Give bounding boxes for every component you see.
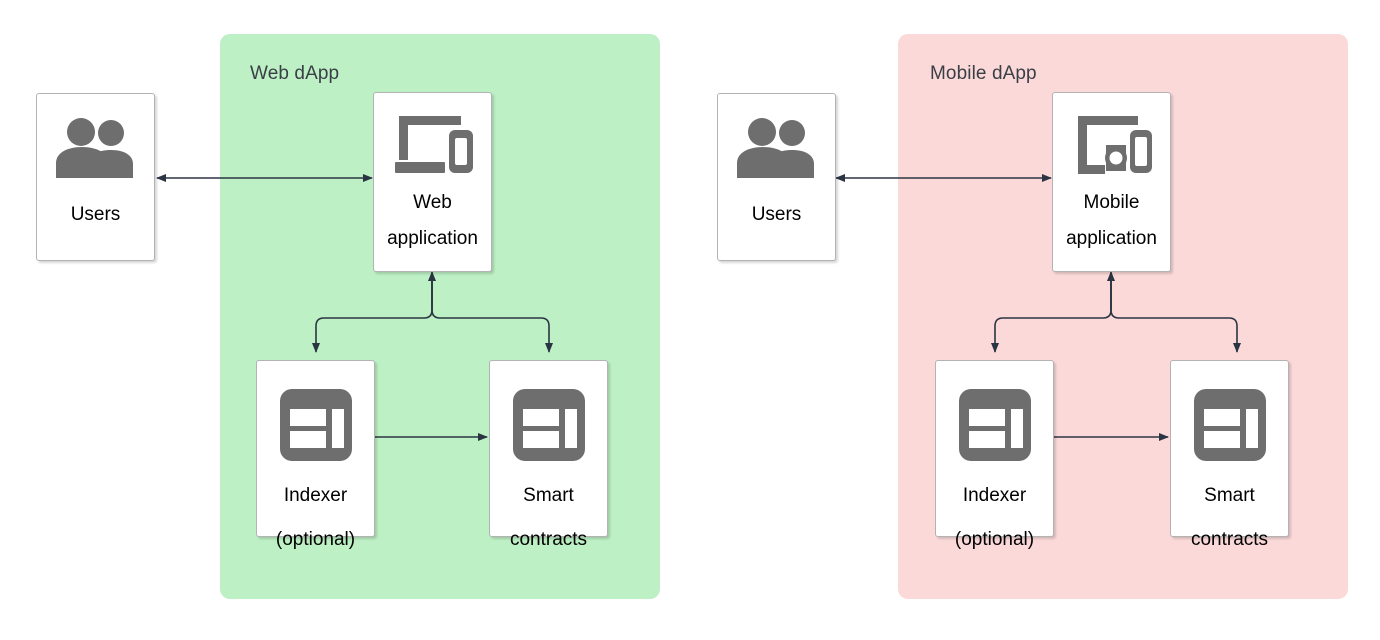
node-mobile-indexer-label-line2: (optional) <box>954 529 1035 551</box>
node-web-indexer-label-line2: (optional) <box>275 529 356 551</box>
panel-mobile-dapp-title: Mobile dApp <box>930 63 1037 84</box>
panel-web-dapp-title: Web dApp <box>250 63 340 84</box>
node-mobile-users[interactable]: Users <box>717 93 836 261</box>
node-web-indexer[interactable]: Indexer (optional) <box>256 360 375 550</box>
users-icon <box>735 116 819 178</box>
mobile-devices-icon <box>1070 112 1154 178</box>
node-mobile-contracts-label-line2: contracts <box>1190 529 1269 551</box>
node-web-application-label-line2: application <box>387 228 478 250</box>
node-web-indexer-label-line1: Indexer <box>283 485 348 506</box>
node-mobile-application-label-line1: Mobile <box>1083 192 1140 213</box>
dashboard-icon <box>957 387 1033 463</box>
node-mobile-indexer-label-line1: Indexer <box>962 485 1027 506</box>
node-mobile-application[interactable]: Mobile application <box>1052 92 1171 272</box>
node-mobile-indexer[interactable]: Indexer (optional) <box>935 360 1054 550</box>
node-web-users-label: Users <box>70 204 121 225</box>
node-web-contracts-label-line1: Smart <box>523 485 574 506</box>
dashboard-icon <box>511 387 587 463</box>
node-web-application-label-line1: Web <box>413 192 452 213</box>
users-icon <box>54 116 138 178</box>
node-web-contracts-label-line2: contracts <box>509 529 588 551</box>
node-mobile-contracts[interactable]: Smart contracts <box>1170 360 1289 550</box>
web-devices-icon <box>391 112 475 178</box>
dashboard-icon <box>1192 387 1268 463</box>
node-mobile-contracts-label-line1: Smart <box>1204 485 1255 506</box>
node-web-users[interactable]: Users <box>36 93 155 261</box>
node-mobile-users-label: Users <box>751 204 802 225</box>
dashboard-icon <box>278 387 354 463</box>
node-web-application[interactable]: Web application <box>373 92 492 272</box>
node-web-contracts[interactable]: Smart contracts <box>489 360 608 550</box>
node-mobile-application-label-line2: application <box>1066 228 1157 250</box>
